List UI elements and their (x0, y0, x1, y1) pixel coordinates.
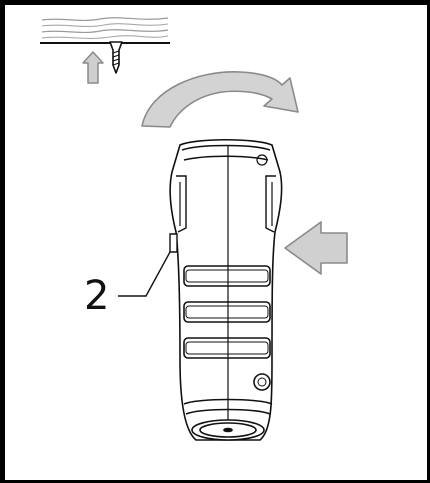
device-body (169, 138, 283, 441)
callout-number: 2 (84, 273, 110, 319)
callout-leader-line (118, 251, 171, 297)
up-arrow-icon (82, 51, 104, 84)
screw-icon (109, 41, 123, 74)
curved-arrow-icon (141, 71, 299, 128)
wood-surface-icon (40, 15, 170, 44)
left-arrow-icon (284, 221, 348, 275)
